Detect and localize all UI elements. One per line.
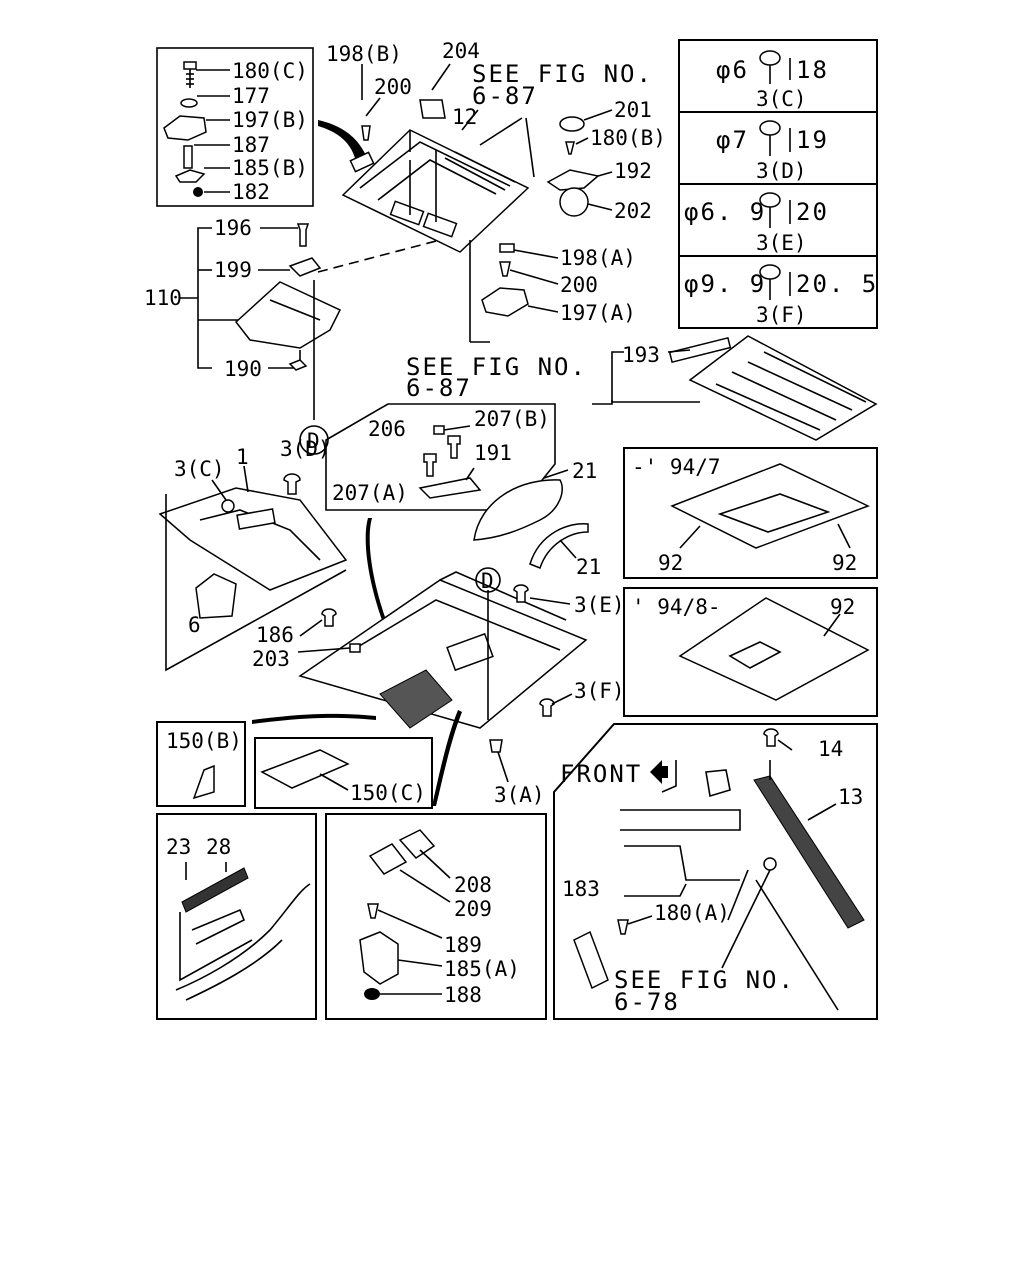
callout-3A: 3(A) [494, 783, 545, 807]
callout-188: 188 [444, 983, 482, 1007]
callout-197B: 197(B) [232, 108, 308, 132]
panel-from-94-8: ' 94/8- 92 [623, 587, 878, 717]
bracket-197A-group: 198(A) 200 197(A) [481, 243, 636, 325]
fastener-code-2: 3(D) [756, 159, 807, 183]
callout-92-from: 92 [830, 595, 855, 619]
fastener-len-2: 19 [796, 126, 829, 154]
fastener-dia-3: φ6. 9 [684, 198, 766, 226]
callout-196: 196 [214, 216, 252, 240]
inset-bracket-hardware: 180(C) 177 197(B) 187 185(B) 182 [156, 47, 314, 207]
fastener-len-1: 18 [796, 56, 829, 84]
floor-frame-assembly: 198(B) 204 200 12 SEE FIG NO. 6-87 [326, 39, 653, 343]
floor-pan-1: 3(C) 1 3(D) 6 [158, 437, 348, 672]
see-fig-ref-upper: SEE FIG NO. [472, 60, 653, 88]
callout-183: 183 [562, 877, 600, 901]
inset-bracket-parts: 208 209 189 185(A) 188 [325, 813, 547, 1020]
see-fig-ref-lower: SEE FIG NO. [614, 966, 795, 994]
callout-202: 202 [614, 199, 652, 223]
callout-199: 199 [214, 258, 252, 282]
callout-3E: 3(E) [574, 593, 625, 617]
callout-23: 23 [166, 835, 191, 859]
callout-189: 189 [444, 933, 482, 957]
callout-3F: 3(F) [574, 679, 625, 703]
see-fig-ref-middle: SEE FIG NO. [406, 353, 587, 381]
panel-until-94-7: -' 94/7 92 92 [623, 447, 878, 579]
callout-1: 1 [236, 445, 249, 469]
callout-209: 209 [454, 897, 492, 921]
callout-201: 201 [614, 98, 652, 122]
callout-191: 191 [474, 441, 512, 465]
front-arrow-icon [650, 760, 668, 784]
callout-203: 203 [252, 647, 290, 671]
callout-186: 186 [256, 623, 294, 647]
callout-28: 28 [206, 835, 231, 859]
callout-207B: 207(B) [474, 407, 550, 431]
callout-182: 182 [232, 180, 270, 204]
callout-192: 192 [614, 159, 652, 183]
marker-D-upper: D [307, 429, 320, 453]
fastener-code-4: 3(F) [756, 303, 807, 327]
callout-208: 208 [454, 873, 492, 897]
callout-92-left: 92 [658, 551, 683, 575]
inset-150C: 150(C) [254, 737, 433, 809]
callout-206: 206 [368, 417, 406, 441]
wheelhouse-covers-21: 21 21 [473, 459, 601, 579]
callout-110: 110 [144, 286, 182, 310]
callout-12: 12 [452, 105, 477, 129]
see-fig-ref-lower-num: 6-78 [614, 988, 680, 1016]
cap-and-clip-parts: 201 180(B) 192 202 [546, 98, 666, 223]
fastener-len-3: 20 [796, 198, 829, 226]
callout-21-upper: 21 [572, 459, 597, 483]
callout-197A: 197(A) [560, 301, 636, 325]
marker-D-lower: D [481, 569, 494, 593]
callout-198A: 198(A) [560, 246, 636, 270]
fastener-size-table: φ6 18 3(C) φ7 19 3(D) φ6. 9 20 3(E) φ9. … [678, 39, 878, 329]
callout-3D: 3(D) [280, 437, 331, 461]
callout-193: 193 [622, 343, 660, 367]
callout-14: 14 [818, 737, 843, 761]
callout-150C: 150(C) [350, 781, 426, 805]
fastener-dia-2: φ7 [716, 126, 749, 154]
callout-187: 187 [232, 133, 270, 157]
callout-204: 204 [442, 39, 480, 63]
callout-150B: 150(B) [166, 729, 242, 753]
callout-190: 190 [224, 357, 262, 381]
fastener-len-4: 20. 5 [796, 270, 878, 298]
fastener-dia-1: φ6 [716, 56, 749, 84]
callout-13: 13 [838, 785, 863, 809]
fastener-dia-4: φ9. 9 [684, 270, 766, 298]
callout-3C: 3(C) [174, 457, 225, 481]
fastener-code-3: 3(E) [756, 231, 807, 255]
callout-180B: 180(B) [590, 126, 666, 150]
see-fig-ref-upper-num: 6-87 [472, 82, 538, 110]
main-floor-body: D 186 203 3(E) 3(F) 3(A) [252, 518, 625, 807]
callout-21-lower: 21 [576, 555, 601, 579]
callout-92-right: 92 [832, 551, 857, 575]
inset-150B: 150(B) [156, 721, 246, 807]
fastener-code-1: 3(C) [756, 87, 807, 111]
callout-198B: 198(B) [326, 42, 402, 66]
callout-185A: 185(A) [444, 957, 520, 981]
inset-sill-plate: 23 28 [156, 813, 317, 1020]
front-direction-label: FRONT [560, 760, 642, 788]
callout-200-lower: 200 [560, 273, 598, 297]
inset-side-rail: FRONT 14 13 183 180(A) SEE FIG NO. 6-78 [553, 723, 878, 1020]
see-fig-ref-middle-num: 6-87 [406, 374, 472, 402]
date-range-from: ' 94/8- [632, 595, 721, 619]
callout-180C: 180(C) [232, 59, 308, 83]
floor-mat-193: 193 [622, 335, 878, 441]
callout-200-upper: 200 [374, 75, 412, 99]
callout-185B: 185(B) [232, 156, 308, 180]
clip-206-207-group: 206 207(B) 191 207(A) [325, 403, 556, 511]
callout-180A: 180(A) [654, 901, 730, 925]
bracket-110-group: 196 199 110 190 D [144, 216, 441, 455]
callout-6: 6 [188, 613, 201, 637]
date-range-until: -' 94/7 [632, 455, 721, 479]
callout-207A: 207(A) [332, 481, 408, 505]
callout-177: 177 [232, 84, 270, 108]
